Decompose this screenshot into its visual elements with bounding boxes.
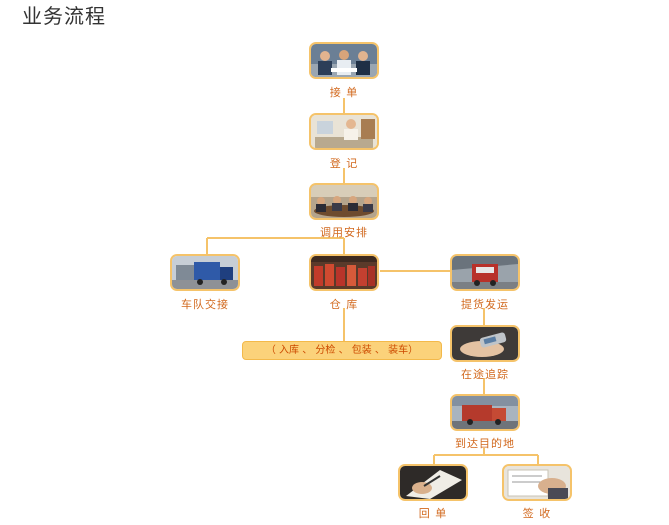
warehouse-tasks-bar: （ 入库 、 分检 、 包装 、 装车） xyxy=(242,341,442,360)
step-label: 在途追踪 xyxy=(461,368,509,381)
page-title: 业务流程 xyxy=(22,4,106,28)
step-label: 提货发运 xyxy=(461,298,509,311)
mobile-phone-photo xyxy=(450,325,520,362)
step-label: 接 单 xyxy=(329,86,359,99)
step-label: 调用安排 xyxy=(320,226,368,239)
writing-photo xyxy=(398,464,468,501)
truck-depot-photo xyxy=(450,254,520,291)
truck-fleet-photo xyxy=(170,254,240,291)
step-label: 车队交接 xyxy=(181,298,229,311)
step-label: 回 单 xyxy=(418,507,448,520)
step-label: 签 收 xyxy=(522,507,552,520)
meeting-photo xyxy=(309,42,379,79)
step-label: 到达目的地 xyxy=(455,437,515,450)
step-label: 登 记 xyxy=(329,157,359,170)
conference-photo xyxy=(309,183,379,220)
signing-photo xyxy=(502,464,572,501)
truck-arrival-photo xyxy=(450,394,520,431)
office-desk-photo xyxy=(309,113,379,150)
warehouse-photo xyxy=(309,254,379,291)
step-label: 仓 库 xyxy=(329,298,359,311)
